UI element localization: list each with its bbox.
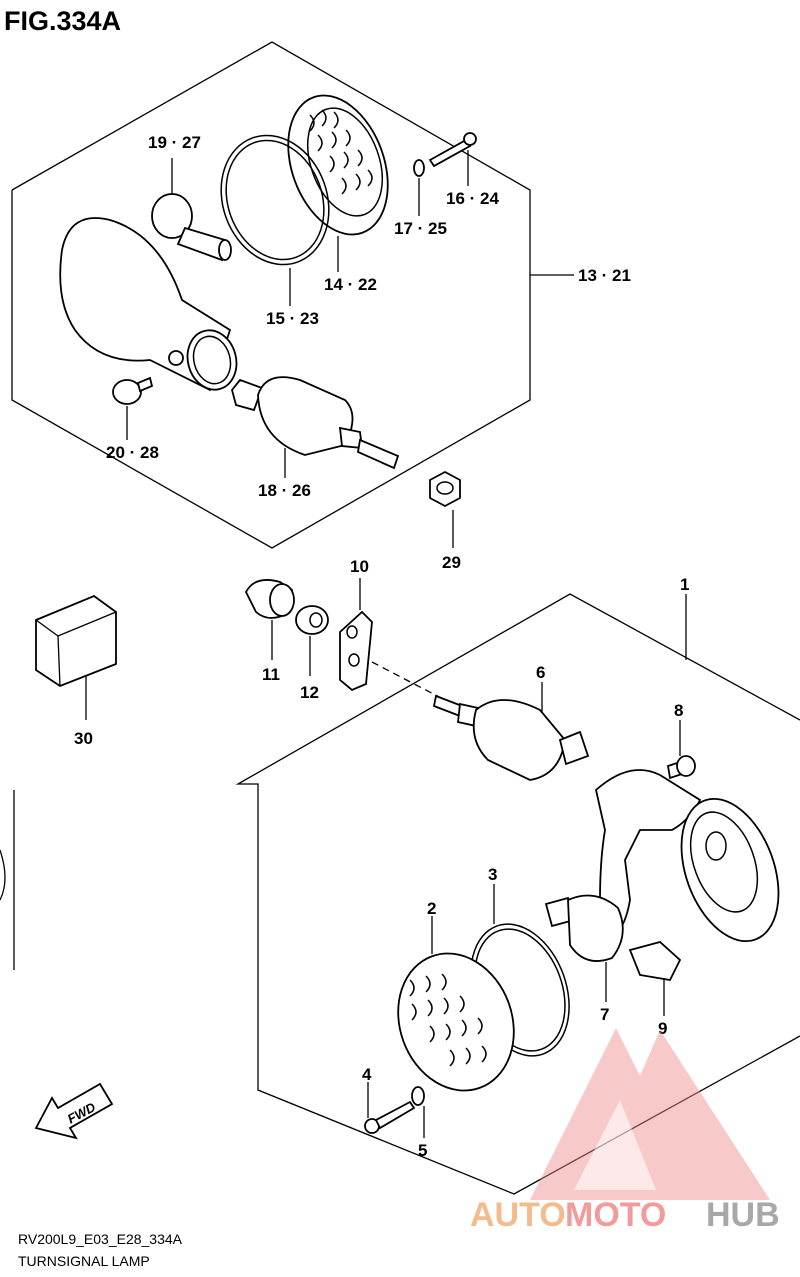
- callout-6: 6: [536, 663, 545, 682]
- washer-upper: [413, 159, 425, 177]
- callout-9: 9: [658, 1019, 667, 1038]
- watermark-hub: HUB: [706, 1196, 780, 1234]
- screw-lower: [364, 1100, 416, 1134]
- callout-2: 2: [427, 899, 436, 918]
- socket-lower: [432, 694, 590, 781]
- lower-assembly-outline: [235, 593, 800, 1195]
- bracket-10: [339, 578, 373, 692]
- lens-lower: [397, 952, 515, 1092]
- watermark-logo: AUTO MOTO HUB: [470, 1028, 780, 1234]
- washer-lower: [411, 1086, 425, 1106]
- callout-5: 5: [418, 1141, 427, 1160]
- upper-assembly: 19 · 27 14 · 22 15 · 23 16 · 24 17 · 25 …: [11, 41, 631, 549]
- callout-19-27: 19 · 27: [148, 133, 201, 152]
- bulb-upper: [151, 193, 232, 262]
- lens-upper: [287, 94, 389, 236]
- housing-upper: [59, 217, 238, 392]
- collar-12: [295, 605, 329, 676]
- callout-16-24: 16 · 24: [446, 189, 499, 208]
- upper-assembly-outline: [11, 41, 531, 549]
- grommet-11: [244, 579, 295, 660]
- callout-4: 4: [362, 1065, 372, 1084]
- figure-title: FIG.334A: [4, 6, 121, 36]
- bolt-lower: [666, 755, 696, 780]
- callout-10: 10: [350, 557, 369, 576]
- watermark-auto: AUTO: [470, 1196, 566, 1234]
- housing-lower: [595, 769, 780, 981]
- watermark-moto: MOTO: [565, 1196, 666, 1234]
- callout-14-22: 14 · 22: [324, 275, 377, 294]
- bolt-upper: [112, 376, 154, 405]
- relay-30: [35, 594, 117, 720]
- callout-3: 3: [488, 865, 497, 884]
- bulb-lower: [544, 894, 624, 962]
- frame-stub: [0, 790, 15, 970]
- callout-8: 8: [674, 701, 683, 720]
- callout-18-26: 18 · 26: [258, 481, 311, 500]
- callout-1: 1: [680, 575, 689, 594]
- callout-17-25: 17 · 25: [394, 219, 447, 238]
- screw-upper: [428, 132, 477, 168]
- callout-13-21: 13 · 21: [578, 266, 631, 285]
- gasket-upper: [220, 134, 330, 266]
- callout-7: 7: [600, 1005, 609, 1024]
- callout-20-28: 20 · 28: [106, 443, 159, 462]
- lower-assembly: 1 6 8 3 2 7 9 4 5: [235, 575, 800, 1195]
- callout-11: 11: [262, 665, 280, 684]
- figure-caption: TURNSIGNAL LAMP: [18, 1253, 150, 1269]
- callout-29: 29: [442, 553, 461, 572]
- socket-upper: [231, 376, 400, 470]
- callout-15-23: 15 · 23: [266, 309, 319, 328]
- callout-12: 12: [300, 683, 319, 702]
- callout-30: 30: [74, 729, 93, 748]
- fwd-arrow: FWD: [34, 1082, 114, 1140]
- nut-29: [429, 470, 461, 548]
- figure-code: RV200L9_E03_E28_334A: [18, 1231, 183, 1247]
